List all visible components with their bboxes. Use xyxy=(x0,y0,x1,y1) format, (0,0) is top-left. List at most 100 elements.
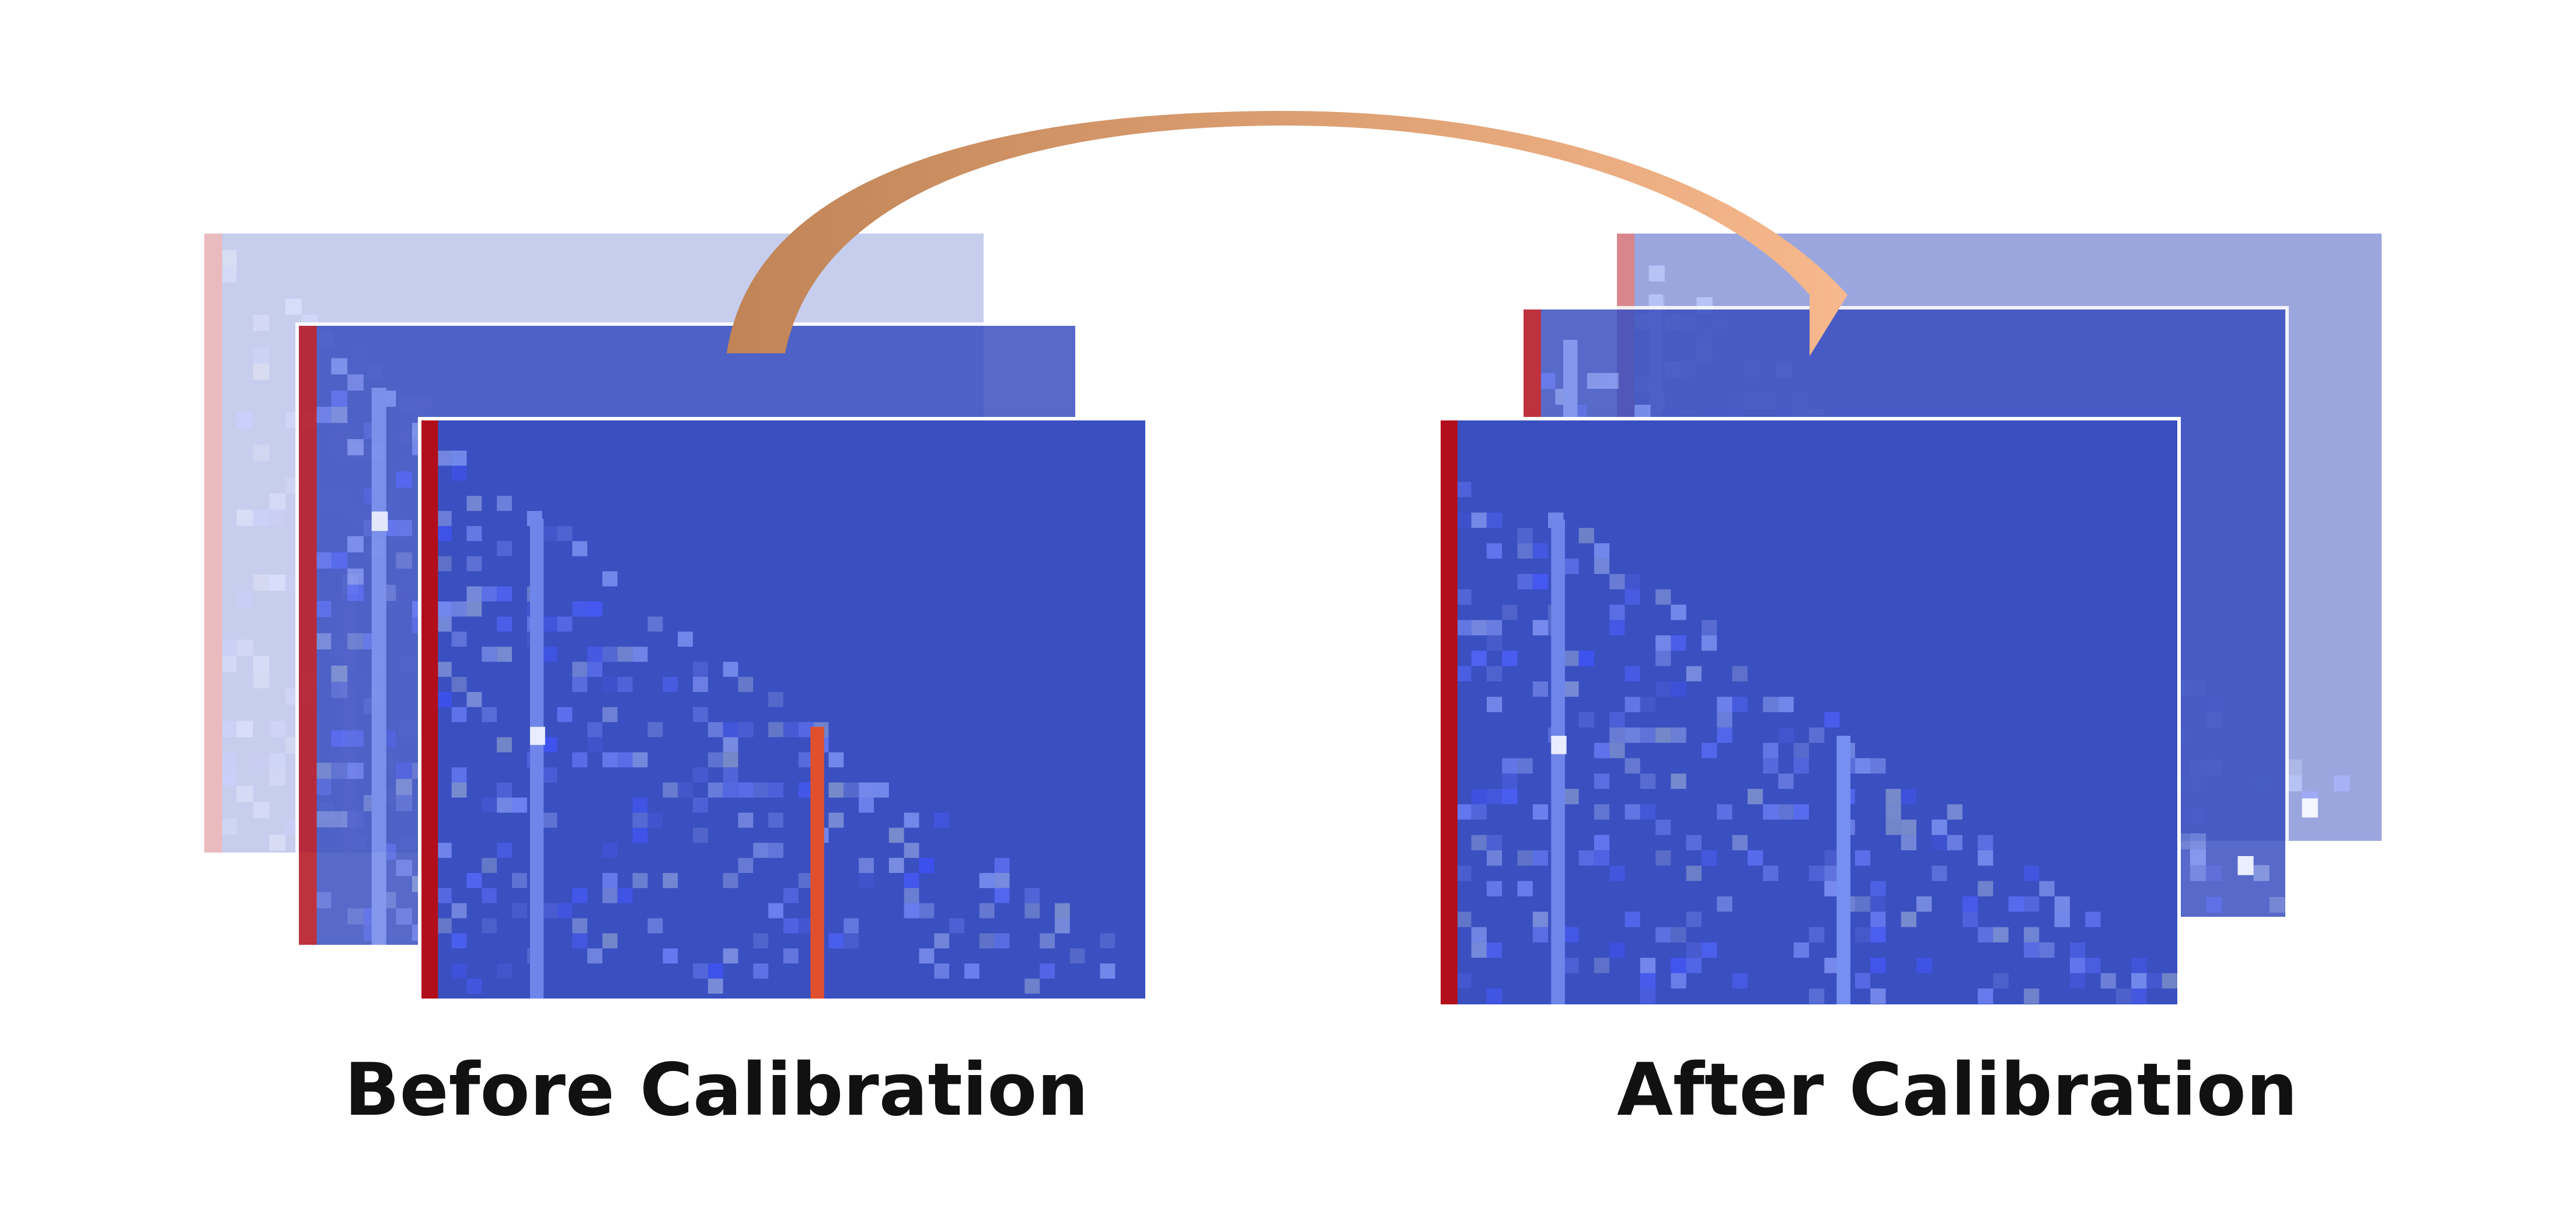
heatmap-cell xyxy=(315,601,332,617)
heatmap-cell xyxy=(707,722,723,738)
heatmap-cell xyxy=(1532,543,1549,559)
heatmap-cell xyxy=(753,843,769,858)
heatmap-cell xyxy=(994,873,1010,888)
diagonal-cell xyxy=(1855,758,1871,774)
heatmap-cell xyxy=(1717,896,1733,912)
heatmap-cell xyxy=(1793,743,1809,759)
before-heatmap-stack xyxy=(201,230,1149,1002)
heatmap-cell xyxy=(753,782,769,798)
heatmap-cell xyxy=(396,520,412,537)
heatmap-cell xyxy=(2190,833,2206,850)
heatmap-cell xyxy=(1993,973,2009,989)
heatmap-cell xyxy=(1824,712,1840,728)
heatmap-cell xyxy=(647,812,663,828)
heatmap-cell xyxy=(315,811,332,827)
heatmap-cell xyxy=(572,918,588,934)
outlier-column xyxy=(204,234,222,853)
heatmap-cell xyxy=(572,933,588,949)
heatmap-cell xyxy=(436,918,452,934)
diagonal-cell xyxy=(331,358,348,375)
heatmap-cell xyxy=(587,646,602,662)
heatmap-cell xyxy=(315,778,332,795)
heatmap-cell xyxy=(2100,973,2116,989)
heatmap-cell xyxy=(1701,743,1717,759)
heatmap-cell xyxy=(1024,888,1040,903)
heatmap-cell xyxy=(768,843,783,858)
heatmap-cell xyxy=(1732,973,1748,989)
heatmap-cell xyxy=(1578,712,1594,728)
heatmap-cell xyxy=(723,737,738,753)
diagonal-cell xyxy=(1778,697,1794,712)
heatmap-cell xyxy=(1655,927,1671,942)
heatmap-cell xyxy=(587,662,602,677)
heatmap-cell xyxy=(1517,850,1533,866)
heatmap-cell xyxy=(2115,988,2132,1004)
heatmap-cell xyxy=(1686,865,1702,881)
heatmap-cell xyxy=(451,707,467,722)
heatmap-cell xyxy=(1870,758,1886,774)
heatmap-cell xyxy=(1486,789,1503,805)
heatmap-cell xyxy=(331,681,348,698)
heatmap-cell xyxy=(482,888,497,903)
heatmap-cell xyxy=(482,586,497,601)
heatmap-cell xyxy=(396,763,412,779)
heatmap-cell xyxy=(919,948,935,963)
heatmap-cell xyxy=(753,963,769,979)
heatmap-cell xyxy=(1486,881,1503,897)
heatmap-cell xyxy=(331,390,348,407)
heatmap-cell xyxy=(2039,942,2055,958)
heatmap-cell xyxy=(602,873,618,888)
heatmap-cell xyxy=(859,858,874,873)
heatmap-cell xyxy=(1993,927,2009,942)
heatmap-cell xyxy=(2024,927,2040,942)
heatmap-cell xyxy=(331,763,348,779)
heatmap-cell xyxy=(253,575,270,591)
heatmap-cell xyxy=(497,782,512,798)
bright-cell xyxy=(2302,798,2318,818)
heatmap-cell xyxy=(1671,681,1686,697)
heatmap-cell xyxy=(1747,789,1763,805)
heatmap-panel xyxy=(1437,417,2181,1008)
heatmap-cell xyxy=(1686,942,1702,958)
heatmap-cell xyxy=(451,933,467,949)
heatmap-cell xyxy=(347,568,364,585)
heatmap-cell xyxy=(617,677,633,692)
heatmap-cell xyxy=(1778,773,1794,789)
heatmap-cell xyxy=(1793,942,1809,958)
heatmap-cell xyxy=(347,908,364,925)
heatmap-cell xyxy=(1532,927,1549,942)
heatmap-cell xyxy=(1625,912,1640,927)
vertical-streak xyxy=(810,726,824,999)
heatmap-cell xyxy=(436,616,452,632)
heatmap-cell xyxy=(347,374,364,391)
heatmap-cell xyxy=(1563,681,1579,697)
heatmap-cell xyxy=(572,601,588,617)
heatmap-cell xyxy=(1069,948,1085,963)
heatmap-cell xyxy=(738,677,754,692)
heatmap-cell xyxy=(396,860,412,876)
heatmap-cell xyxy=(1456,589,1472,605)
heatmap-cell xyxy=(1855,850,1871,866)
heatmap-cell xyxy=(1578,651,1594,666)
diagonal-cell xyxy=(1648,265,1665,281)
heatmap-cell xyxy=(497,496,512,511)
heatmap-cell xyxy=(693,767,708,782)
heatmap-cell xyxy=(436,601,452,617)
heatmap-cell xyxy=(1732,697,1748,712)
heatmap-cell xyxy=(2190,865,2206,881)
heatmap-cell xyxy=(663,677,678,692)
heatmap-cell xyxy=(602,933,618,949)
heatmap-cell xyxy=(1901,819,1917,835)
heatmap-cell xyxy=(1947,834,1962,851)
heatmap-cell xyxy=(1932,834,1947,851)
heatmap-cell xyxy=(1471,834,1487,851)
heatmap-cell xyxy=(1055,918,1070,934)
diagonal-cell xyxy=(2131,973,2147,989)
heatmap-cell xyxy=(1486,850,1503,866)
heatmap-cell xyxy=(2206,865,2222,881)
heatmap-cell xyxy=(1978,834,1993,851)
heatmap-cell xyxy=(2024,942,2040,958)
heatmap-cell xyxy=(1701,620,1717,636)
diagonal-cell xyxy=(1932,819,1947,835)
heatmap-cell xyxy=(632,873,648,888)
